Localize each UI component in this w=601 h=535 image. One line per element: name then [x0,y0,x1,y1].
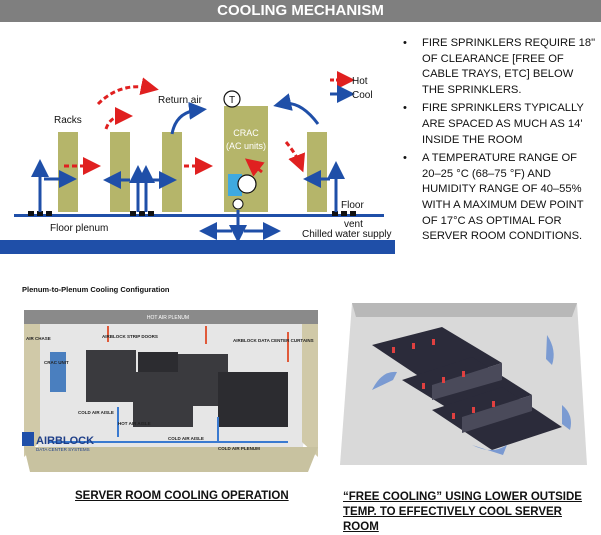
rack-4 [307,132,327,212]
cold-plenum-label: COLD AIR PLENUM [218,446,260,451]
caption-cooling-operation: SERVER ROOM COOLING OPERATION [75,490,289,502]
requirements-list: •FIRE SPRINKLERS REQUIRE 18" OF CLEARANC… [400,36,598,248]
strip-doors-label: AIRBLOCK STRIP DOORS [102,334,158,339]
hot-aisle-label: HOT AIR AISLE [118,421,151,426]
caption-free-cooling: “FREE COOLING” USING LOWER OUTSIDE TEMP.… [343,491,582,533]
racks-label: Racks [54,115,82,126]
rack-3 [162,132,182,212]
list-item: •FIRE SPRINKLERS REQUIRE 18" OF CLEARANC… [403,37,596,96]
floor-label: Floor [341,200,364,211]
free-cooling-illustration [332,295,594,475]
svg-text:DATA CENTER SYSTEMS: DATA CENTER SYSTEMS [36,447,90,452]
list-item: •FIRE SPRINKLERS TYPICALLY ARE SPACED AS… [403,102,584,146]
airblock-logo: AIRBLOCK DATA CENTER SYSTEMS [22,432,94,452]
plenum-title: Plenum-to-Plenum Cooling Configuration [22,285,170,294]
svg-text:AIRBLOCK: AIRBLOCK [36,435,94,447]
legend-cool: Cool [352,90,373,101]
cold-aisle-2-label: COLD AIR AISLE [168,436,204,441]
return-air-label: Return air [158,95,203,106]
hot-air-plenum-label: HOT AIR PLENUM [147,315,189,321]
floor-plenum-bar [0,240,395,254]
list-item: •A TEMPERATURE RANGE OF 20–25 °C (68–75 … [403,152,584,243]
crac-unit [224,106,268,212]
crac-label: CRAC [233,128,259,138]
crac-unit-label: CRAC UNIT [44,360,69,365]
page-title: COOLING MECHANISM [0,0,601,22]
cold-aisle-label: COLD AIR AISLE [78,410,114,415]
floor-line [14,214,384,217]
chilled-water-label: Chilled water supply [302,229,392,240]
plenum-illustration: Plenum-to-Plenum Cooling Configuration H… [22,285,318,472]
rack-2 [110,132,130,212]
crac-airflow-diagram: T CRAC (AC units) Racks Return air Floor… [0,71,395,254]
curtains-label: AIRBLOCK DATA CENTER CURTAINS [233,338,314,343]
vent-label: vent [344,219,363,230]
air-chase-label: AIR CHASE [26,336,51,341]
legend-hot: Hot [352,76,368,87]
fan-icon [237,174,257,194]
thermostat-label: T [229,95,235,106]
thermostat-icon [223,90,241,108]
floor-plenum-label: Floor plenum [50,223,108,234]
crac-sub-label: (AC units) [226,141,266,151]
rack-1 [58,132,78,212]
